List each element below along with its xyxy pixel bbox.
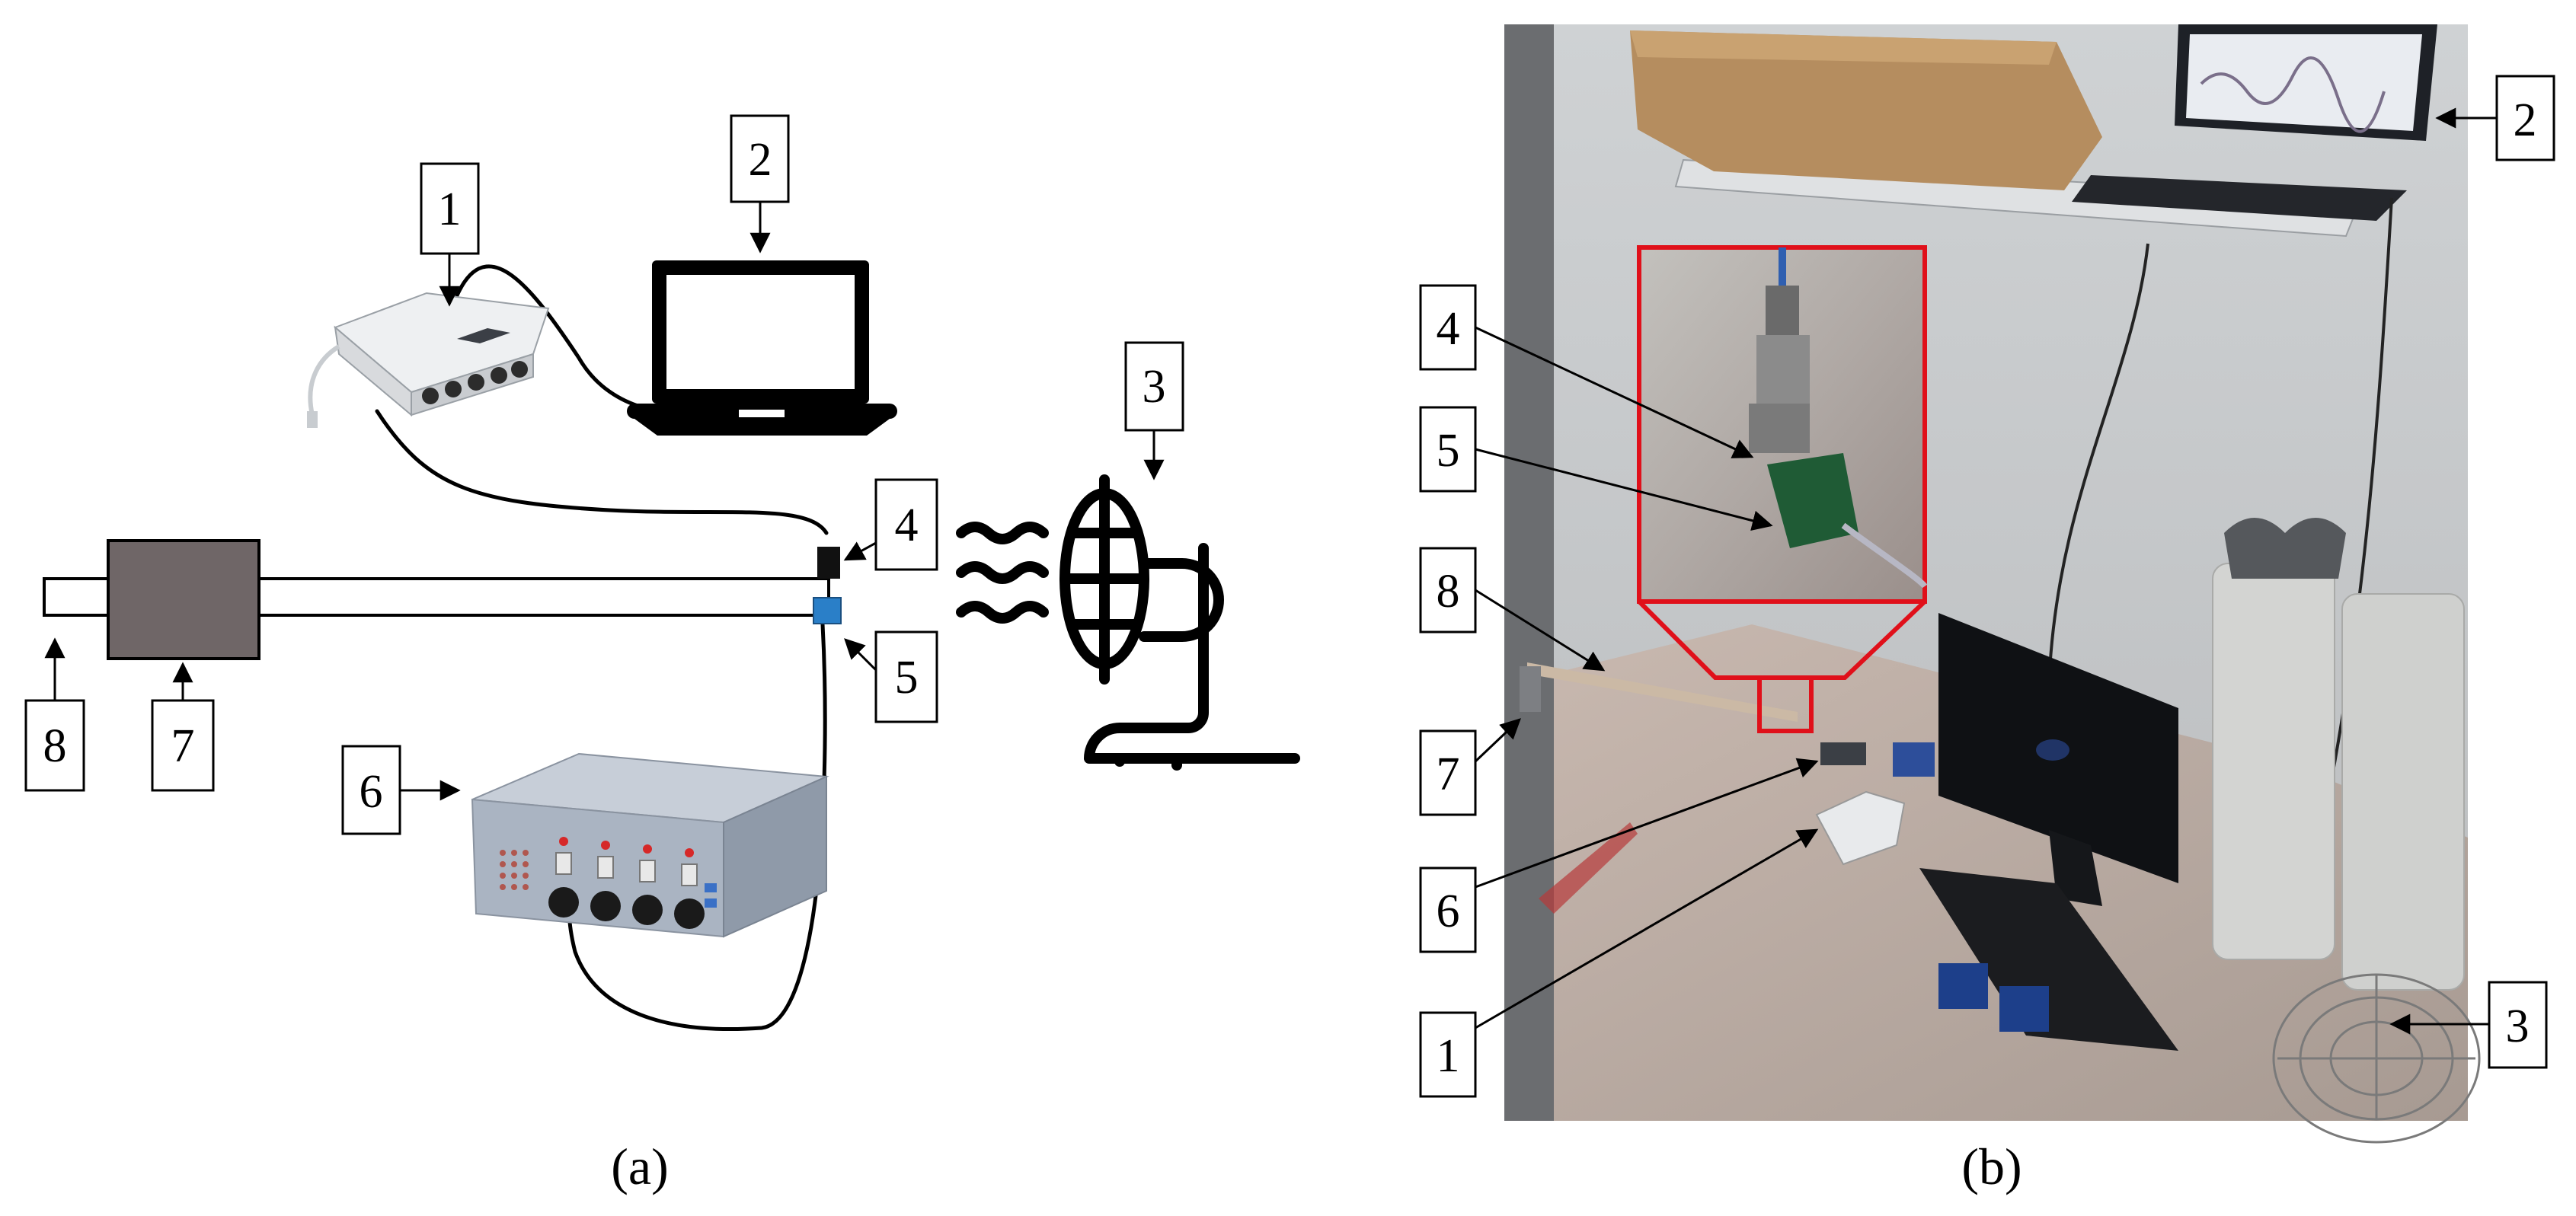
label-5: 5 [895,652,919,704]
caption-b: (b) [1961,1138,2021,1195]
panel-b: 2 4 5 8 7 6 1 3 (b) [1419,24,2555,1195]
b-label-box-2 [2495,75,2555,161]
b-label-box-8 [1419,547,1477,634]
b-label-6: 6 [1437,886,1460,937]
b-label-box-3 [2488,981,2548,1069]
wind-icon [956,522,1049,624]
b-label-7: 7 [1437,748,1460,800]
laptop-icon [627,260,897,436]
label-box-3 [1124,341,1184,432]
b-label-box-6 [1419,867,1477,953]
panel-a: 1 2 8 7 4 5 [24,114,1300,1195]
b-label-1: 1 [1437,1030,1460,1082]
b-label-2: 2 [2514,94,2537,146]
label-box-4 [874,478,938,571]
label-box-5 [874,630,938,723]
label-6: 6 [360,766,383,818]
label-box-2 [730,114,790,203]
fan-icon [1059,474,1300,771]
b-label-3: 3 [2506,1001,2530,1052]
label-1: 1 [438,184,462,235]
b-label-box-1 [1419,1011,1477,1098]
daq-device-icon [307,292,550,428]
sensor-top [817,547,840,579]
label-7: 7 [171,720,195,772]
b-label-8: 8 [1437,566,1460,618]
sensor-bottom [813,597,842,624]
label-box-7 [151,699,215,792]
photo [1504,24,2481,1144]
label-8: 8 [43,720,67,772]
label-3: 3 [1143,361,1166,413]
daq-sensor-cable [375,409,829,535]
caption-a: (a) [611,1138,668,1195]
b-label-box-7 [1419,729,1477,816]
label-2: 2 [749,134,772,186]
label-box-1 [420,162,480,255]
zoom-inset [1637,245,1928,733]
label-box-6 [341,745,401,835]
b-label-5: 5 [1437,425,1460,477]
label-4: 4 [895,499,919,551]
shaker-box-icon [471,752,829,938]
label-box-8 [24,699,85,792]
tip-mass [107,539,260,660]
b-label-box-5 [1419,406,1477,493]
b-label-4: 4 [1437,303,1460,355]
